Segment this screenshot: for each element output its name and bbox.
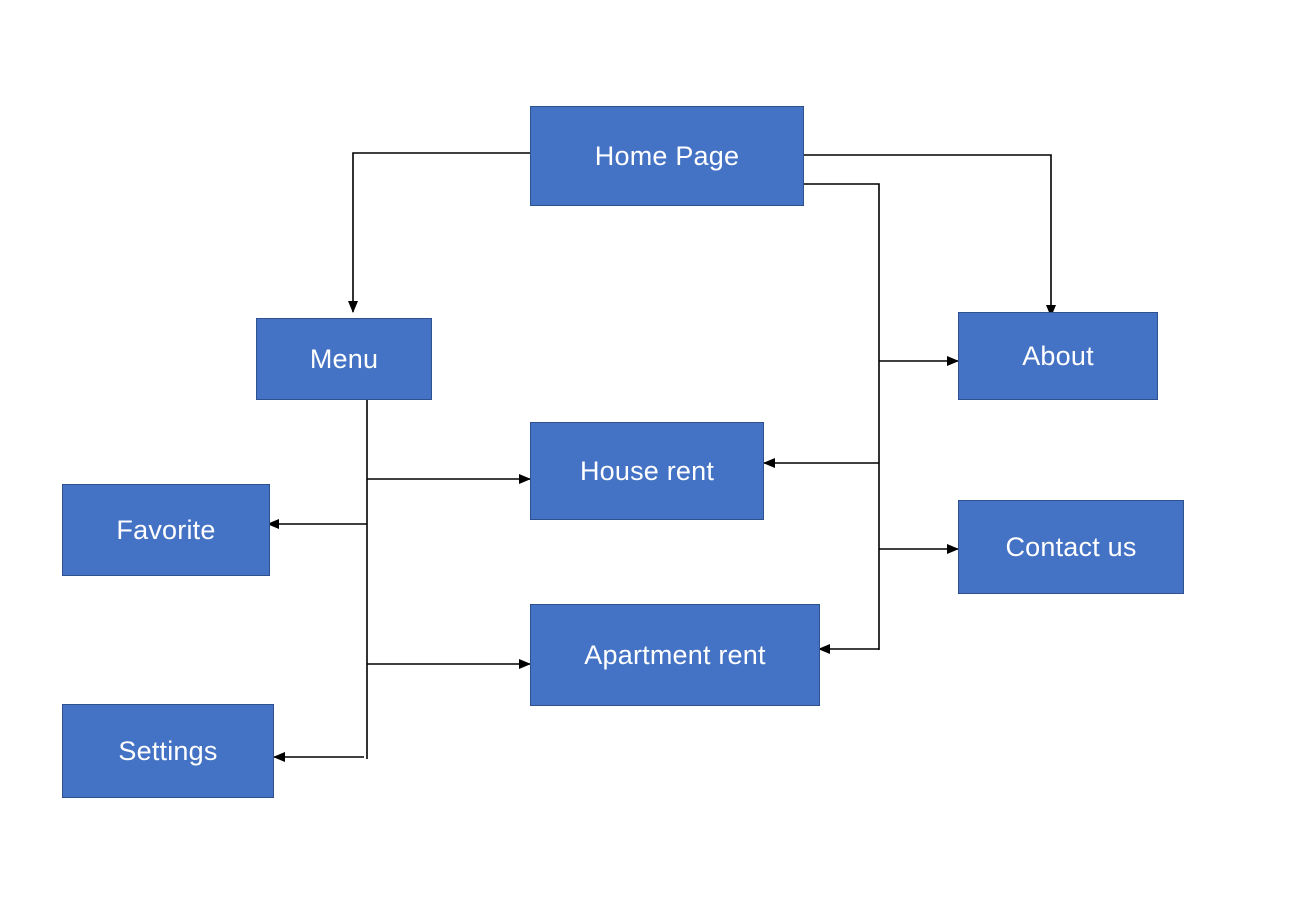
node-apartment-rent-label: Apartment rent bbox=[584, 639, 766, 670]
node-settings-label: Settings bbox=[118, 735, 218, 766]
node-house-rent[interactable]: House rent bbox=[530, 422, 764, 520]
node-settings[interactable]: Settings bbox=[62, 704, 274, 798]
node-about-label: About bbox=[1022, 340, 1094, 371]
node-about[interactable]: About bbox=[958, 312, 1158, 400]
node-favorite-label: Favorite bbox=[116, 514, 216, 545]
node-contact-us[interactable]: Contact us bbox=[958, 500, 1184, 594]
node-favorite[interactable]: Favorite bbox=[62, 484, 270, 576]
node-house-rent-label: House rent bbox=[579, 455, 715, 486]
node-apartment-rent[interactable]: Apartment rent bbox=[530, 604, 820, 706]
node-menu-label: Menu bbox=[309, 343, 379, 374]
node-menu[interactable]: Menu bbox=[256, 318, 432, 400]
edge-home-to-about-top bbox=[804, 154, 1056, 317]
node-home-page[interactable]: Home Page bbox=[530, 106, 804, 206]
node-home-page-label: Home Page bbox=[594, 140, 740, 171]
node-contact-us-label: Contact us bbox=[1005, 531, 1137, 562]
edge-home-to-menu bbox=[348, 152, 530, 313]
edge-home-right-trunk bbox=[804, 183, 880, 650]
